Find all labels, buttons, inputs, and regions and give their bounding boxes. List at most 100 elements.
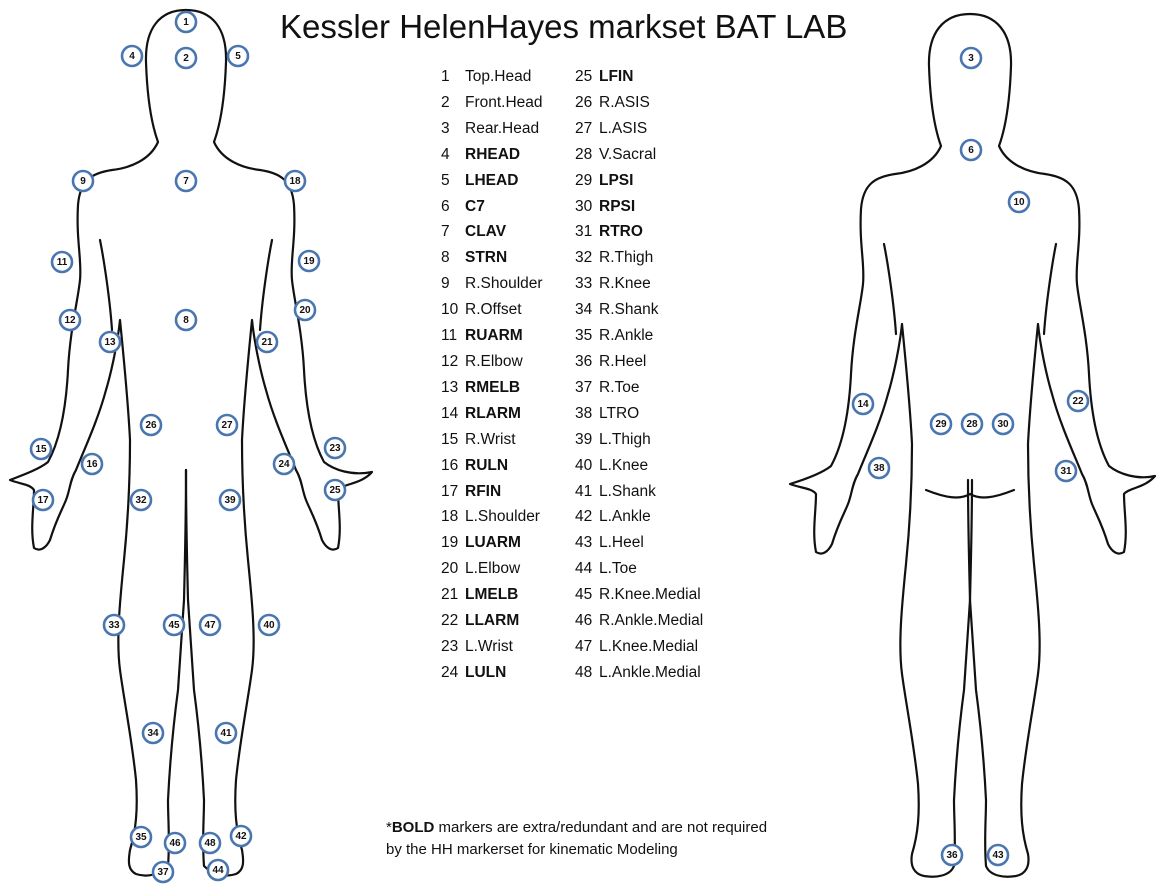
legend-label: LFIN — [599, 64, 633, 90]
legend-row: 46R.Ankle.Medial — [575, 608, 745, 634]
marker-number: 30 — [997, 419, 1009, 430]
marker-30: 30 — [993, 414, 1013, 434]
marker-number: 36 — [946, 850, 958, 861]
legend-row: 42L.Ankle — [575, 504, 745, 530]
marker-number: 27 — [221, 420, 233, 431]
marker-39: 39 — [220, 490, 240, 510]
marker-25: 25 — [325, 480, 345, 500]
legend-number: 22 — [441, 608, 465, 634]
marker-number: 5 — [235, 51, 241, 62]
legend-number: 20 — [441, 556, 465, 582]
legend-row: 25LFIN — [575, 64, 745, 90]
marker-11: 11 — [52, 252, 72, 272]
marker-2: 2 — [176, 48, 196, 68]
legend-number: 5 — [441, 168, 465, 194]
marker-6: 6 — [961, 140, 981, 160]
legend-number: 4 — [441, 142, 465, 168]
legend-label: RMELB — [465, 375, 520, 401]
legend-number: 46 — [575, 608, 599, 634]
marker-9: 9 — [73, 171, 93, 191]
marker-1: 1 — [176, 12, 196, 32]
legend-label: Front.Head — [465, 90, 543, 116]
marker-number: 24 — [278, 459, 290, 470]
marker-24: 24 — [274, 454, 294, 474]
legend-row: 29LPSI — [575, 168, 745, 194]
marker-23: 23 — [325, 438, 345, 458]
legend-number: 18 — [441, 504, 465, 530]
marker-number: 46 — [169, 838, 181, 849]
legend-label: R.Ankle — [599, 323, 653, 349]
legend-row: 13RMELB — [441, 375, 591, 401]
legend-number: 10 — [441, 297, 465, 323]
marker-number: 16 — [86, 459, 98, 470]
marker-10: 10 — [1009, 192, 1029, 212]
marker-number: 40 — [263, 620, 275, 631]
legend-label: R.Heel — [599, 349, 646, 375]
marker-number: 11 — [57, 257, 68, 268]
legend-label: L.Knee.Medial — [599, 634, 698, 660]
legend-number: 37 — [575, 375, 599, 401]
marker-37: 37 — [153, 862, 173, 882]
legend-label: RUARM — [465, 323, 523, 349]
marker-number: 4 — [129, 51, 135, 62]
legend-label: CLAV — [465, 219, 506, 245]
marker-number: 44 — [212, 865, 224, 876]
marker-number: 39 — [224, 495, 236, 506]
marker-22: 22 — [1068, 391, 1088, 411]
legend-label: R.Offset — [465, 297, 522, 323]
legend-label: V.Sacral — [599, 142, 656, 168]
marker-7: 7 — [176, 171, 196, 191]
marker-34: 34 — [143, 723, 163, 743]
marker-40: 40 — [259, 615, 279, 635]
legend-row: 15R.Wrist — [441, 427, 591, 453]
legend-label: R.Shoulder — [465, 271, 543, 297]
marker-number: 6 — [968, 145, 974, 156]
legend-number: 12 — [441, 349, 465, 375]
legend-number: 3 — [441, 116, 465, 142]
legend-label: RFIN — [465, 479, 501, 505]
legend-row: 31RTRO — [575, 219, 745, 245]
marker-number: 8 — [183, 315, 189, 326]
legend-label: R.ASIS — [599, 90, 650, 116]
marker-26: 26 — [141, 415, 161, 435]
legend-label: R.Knee.Medial — [599, 582, 701, 608]
marker-12: 12 — [60, 310, 80, 330]
legend-row: 3Rear.Head — [441, 116, 591, 142]
legend-row: 27L.ASIS — [575, 116, 745, 142]
marker-47: 47 — [200, 615, 220, 635]
marker-43: 43 — [988, 845, 1008, 865]
marker-number: 9 — [80, 176, 86, 187]
legend-label: L.Ankle.Medial — [599, 660, 701, 686]
legend-number: 27 — [575, 116, 599, 142]
legend-row: 22LLARM — [441, 608, 591, 634]
marker-45: 45 — [164, 615, 184, 635]
legend-row: 24LULN — [441, 660, 591, 686]
legend-label: R.Ankle.Medial — [599, 608, 703, 634]
marker-19: 19 — [299, 251, 319, 271]
legend-label: LPSI — [599, 168, 633, 194]
legend-number: 47 — [575, 634, 599, 660]
bold-markers-note: *BOLD markers are extra/redundant and ar… — [386, 817, 786, 860]
marker-32: 32 — [131, 490, 151, 510]
page-title: Kessler HelenHayes markset BAT LAB — [280, 8, 910, 46]
legend-label: R.Elbow — [465, 349, 523, 375]
marker-number: 23 — [329, 443, 341, 454]
legend-number: 17 — [441, 479, 465, 505]
legend-label: LHEAD — [465, 168, 518, 194]
legend-number: 7 — [441, 219, 465, 245]
marker-35: 35 — [131, 827, 151, 847]
legend-label: L.Knee — [599, 453, 648, 479]
marker-number: 13 — [104, 337, 116, 348]
legend-number: 45 — [575, 582, 599, 608]
legend-number: 43 — [575, 530, 599, 556]
legend-row: 11RUARM — [441, 323, 591, 349]
marker-number: 45 — [168, 620, 180, 631]
marker-number: 20 — [299, 305, 311, 316]
